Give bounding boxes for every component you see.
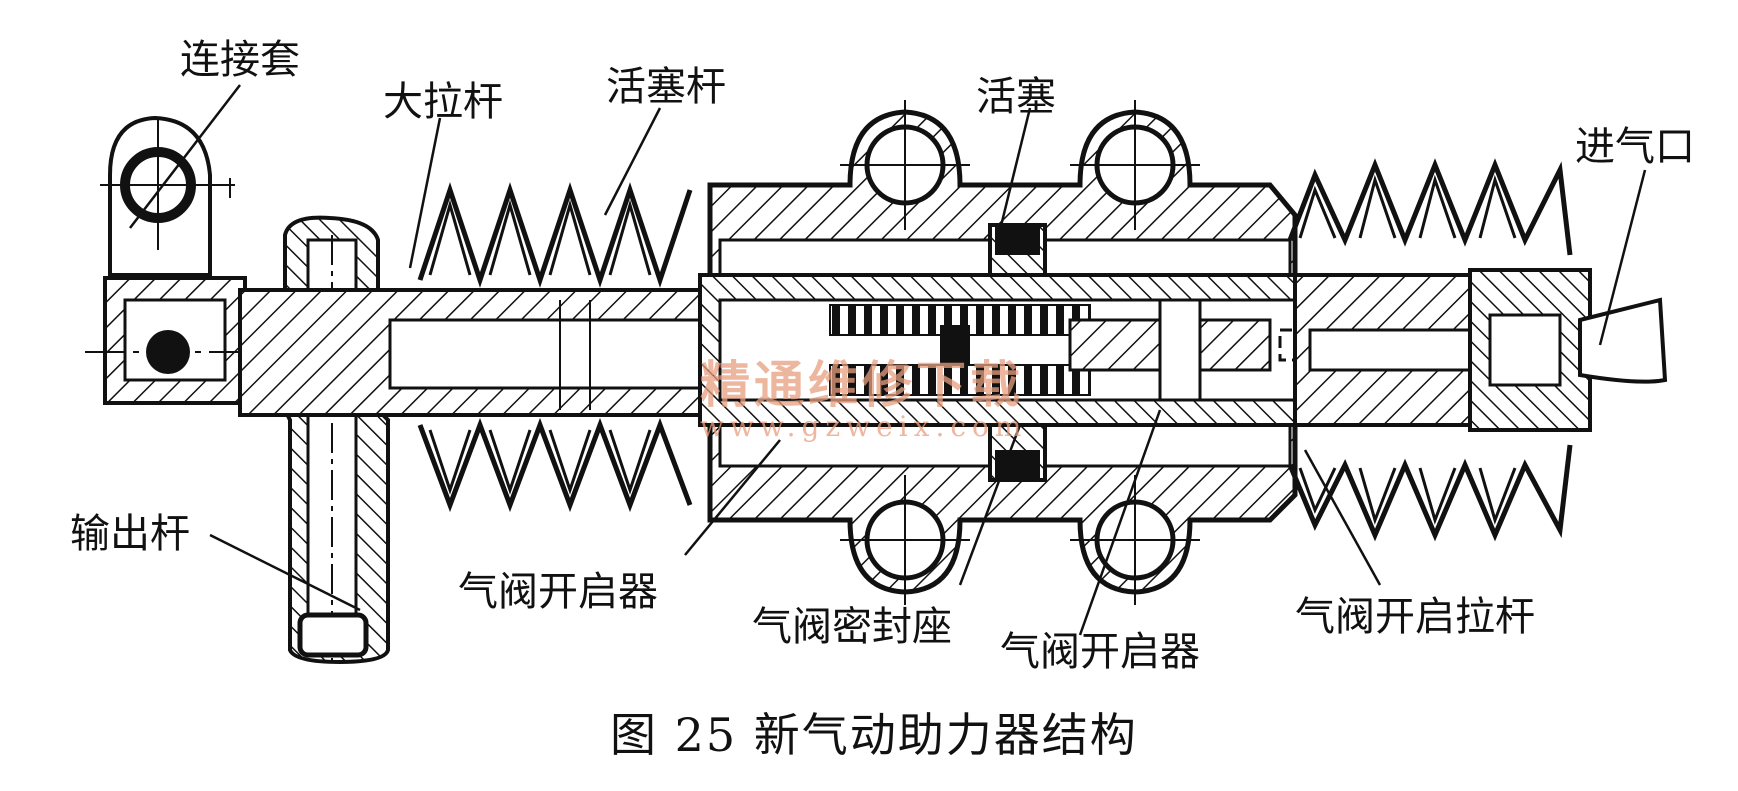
label-valve-seal-seat: 气阀密封座: [752, 604, 952, 650]
leader-large-pull-rod: [408, 117, 442, 269]
leader-piston: [998, 107, 1032, 231]
label-connecting-sleeve: 连接套: [180, 37, 300, 83]
output-rod-part: [283, 215, 390, 665]
label-piston: 活塞: [976, 74, 1056, 120]
watermark-url: www.gzweix.com: [700, 410, 1028, 443]
label-output-rod: 输出杆: [70, 511, 190, 557]
left-end-block: [85, 276, 1650, 405]
leader-valve-opener-left: [684, 439, 781, 556]
large-pull-rod-part: [238, 288, 712, 417]
leader-lines: [129, 84, 1647, 636]
valve-open-pull-rod-part: [1293, 268, 1668, 432]
left-bellows: [417, 182, 693, 513]
leader-connecting-sleeve: [129, 84, 241, 229]
label-piston-rod: 活塞杆: [606, 64, 726, 110]
label-valve-opener-left: 气阀开启器: [458, 569, 658, 615]
right-bellows: [1287, 158, 1573, 542]
leader-piston-rod: [603, 107, 662, 216]
figure-caption: 图 25 新气动助力器结构: [610, 708, 1138, 762]
label-large-pull-rod: 大拉杆: [383, 79, 503, 125]
label-valve-opener-right: 气阀开启器: [1000, 629, 1200, 675]
connecting-sleeve-part: [100, 115, 235, 277]
leader-output-rod: [209, 533, 361, 612]
watermark-title: 精通维修下载: [700, 355, 1024, 414]
leader-valve-seal-seat: [958, 424, 1022, 586]
label-air-inlet: 进气口: [1575, 124, 1695, 170]
leader-air-inlet: [1598, 169, 1647, 346]
leader-valve-open-pull-rod: [1303, 449, 1382, 586]
leader-valve-opener-right: [1078, 409, 1162, 636]
label-valve-open-pull-rod: 气阀开启拉杆: [1295, 594, 1535, 640]
